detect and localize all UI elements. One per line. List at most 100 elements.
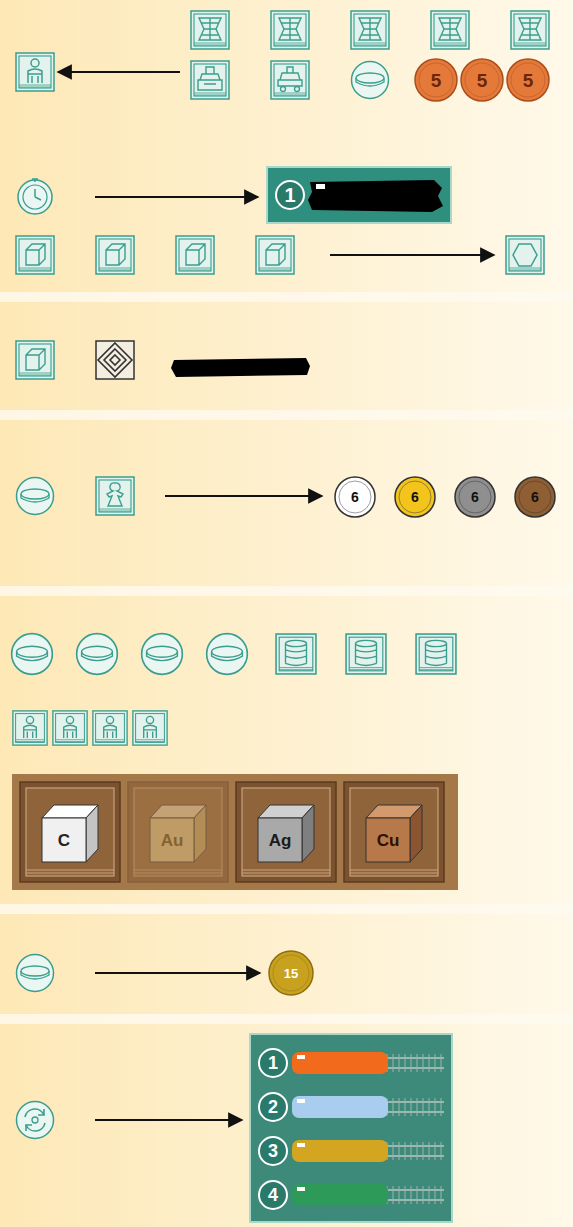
tile-base	[350, 870, 438, 873]
tile-frame	[236, 782, 336, 882]
coin: 5	[506, 58, 550, 102]
coin: 15	[268, 950, 314, 996]
sleeper	[435, 1054, 436, 1072]
row-separator	[0, 586, 573, 596]
redaction-blob	[308, 180, 443, 212]
arrow	[165, 495, 322, 497]
coin-value: 5	[523, 71, 534, 90]
disk-icon	[17, 955, 54, 992]
number-ring	[276, 181, 304, 209]
arrow	[95, 196, 258, 198]
tile-frame	[128, 782, 228, 882]
sleeper	[399, 1098, 400, 1116]
coin: 6	[514, 476, 556, 518]
element-symbol: Cu	[377, 832, 400, 849]
sleeper	[411, 1054, 412, 1072]
worker-icon	[53, 711, 87, 745]
coin-ring	[339, 481, 371, 513]
cube-front	[366, 818, 410, 862]
coin-face	[415, 59, 457, 101]
track-row-shape	[256, 1176, 446, 1214]
disk-icon	[77, 634, 118, 675]
sleeper	[429, 1142, 430, 1160]
cube-strip	[12, 774, 458, 890]
tile-base	[242, 870, 330, 873]
number-ring	[259, 1137, 287, 1165]
tile-base	[26, 870, 114, 873]
number-label: 3	[268, 1142, 278, 1160]
sleeper	[393, 1098, 394, 1116]
number-label: 2	[268, 1098, 278, 1116]
coin-value: 6	[531, 490, 539, 504]
barrel-icon	[346, 634, 386, 674]
sleeper	[411, 1142, 412, 1160]
cube-icon	[16, 341, 54, 379]
disk-icon	[352, 62, 389, 99]
coin-value: 15	[284, 967, 298, 980]
badge-plate	[267, 167, 451, 223]
coin-value: 5	[477, 71, 488, 90]
coin-ring	[511, 63, 545, 97]
sleeper	[393, 1054, 394, 1072]
tile-inner	[26, 788, 114, 876]
disk-icon	[142, 634, 183, 675]
coin: 5	[460, 58, 504, 102]
sleeper	[429, 1186, 430, 1204]
disk-icon	[207, 634, 248, 675]
element-symbol: Ag	[269, 832, 292, 849]
cube-icon	[96, 236, 134, 274]
train-bar	[292, 1096, 388, 1118]
element-symbol: C	[58, 832, 70, 849]
cube-tile: Cu	[344, 782, 444, 882]
coin-value: 6	[411, 490, 419, 504]
sleeper	[435, 1142, 436, 1160]
row-separator	[0, 410, 573, 420]
sleeper	[399, 1142, 400, 1160]
coin-ring	[459, 481, 491, 513]
sleeper	[405, 1098, 406, 1116]
track-row-shape	[256, 1132, 446, 1170]
cube-tile: Au	[128, 782, 228, 882]
meeple-icon	[96, 477, 134, 515]
mine-icon	[351, 11, 389, 49]
coin-value: 6	[471, 490, 479, 504]
track-row: 2	[256, 1088, 446, 1126]
train-mark	[297, 1143, 305, 1147]
element-symbol: Au	[161, 832, 184, 849]
sleeper	[417, 1054, 418, 1072]
sleeper	[405, 1186, 406, 1204]
barrel-icon	[276, 634, 316, 674]
track-row-shape	[256, 1044, 446, 1082]
row-separator	[0, 292, 573, 302]
row-separator	[0, 1014, 573, 1024]
sleeper	[423, 1054, 424, 1072]
factory-icon	[271, 61, 309, 99]
sleeper	[435, 1186, 436, 1204]
arrow	[330, 254, 494, 256]
sleeper	[417, 1098, 418, 1116]
coin: 6	[394, 476, 436, 518]
cube-tile: C	[20, 782, 120, 882]
factory-icon	[191, 61, 229, 99]
mine-icon	[191, 11, 229, 49]
sleeper	[429, 1098, 430, 1116]
worker-icon	[133, 711, 167, 745]
number-ring	[259, 1049, 287, 1077]
barrel-icon	[416, 634, 456, 674]
worker-icon	[93, 711, 127, 745]
coin-face	[455, 477, 495, 517]
coin-ring	[519, 481, 551, 513]
sleeper	[411, 1098, 412, 1116]
mine-icon	[271, 11, 309, 49]
train-bar	[292, 1052, 388, 1074]
arrow	[95, 1119, 242, 1121]
sleeper	[393, 1186, 394, 1204]
sleeper	[429, 1054, 430, 1072]
disk-icon	[12, 634, 53, 675]
coin-ring	[419, 63, 453, 97]
row-separator	[0, 904, 573, 914]
sleeper	[423, 1098, 424, 1116]
cube-side	[410, 805, 422, 862]
cube-front	[42, 818, 86, 862]
